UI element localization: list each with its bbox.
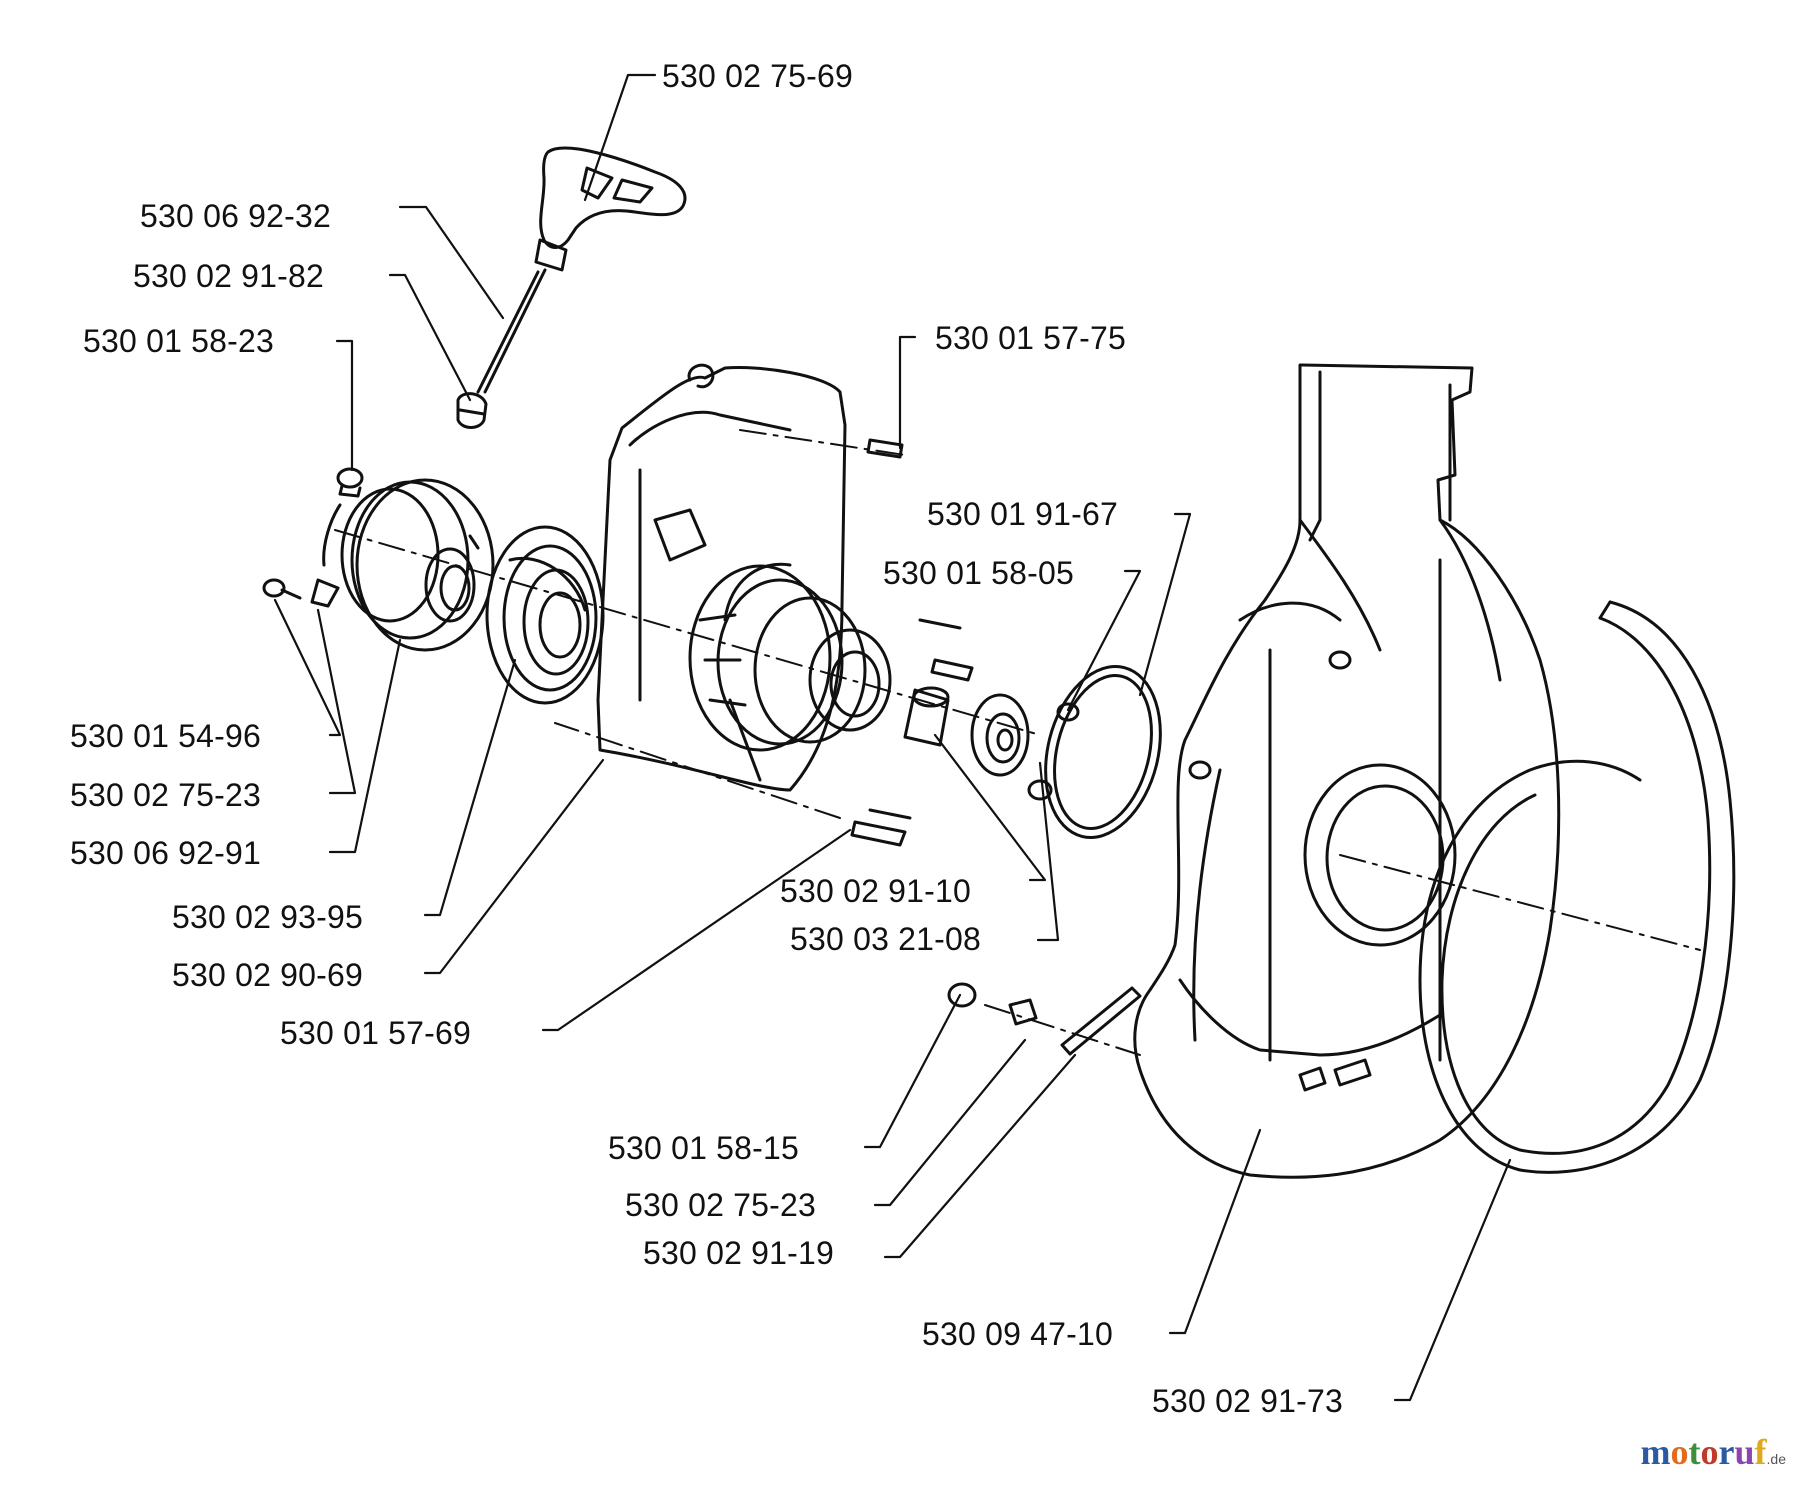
screws-mid bbox=[850, 438, 1080, 847]
watermark-logo: motoruf.de bbox=[1641, 1431, 1786, 1473]
label-pulley: 530 06 92-91 bbox=[70, 835, 262, 871]
label-screw-mid: 530 01 58-05 bbox=[883, 555, 1075, 591]
label-fan-housing: 530 09 47-10 bbox=[922, 1316, 1114, 1352]
screws-bottom bbox=[947, 982, 1142, 1056]
label-pin: 530 02 91-19 bbox=[643, 1235, 835, 1271]
watermark-letter: m bbox=[1640, 1432, 1671, 1472]
o-ring bbox=[1044, 665, 1162, 839]
starter-cover bbox=[596, 363, 847, 792]
watermark-letter: r bbox=[1718, 1432, 1735, 1472]
starter-rope bbox=[476, 268, 547, 394]
fan-housing bbox=[1133, 363, 1561, 1179]
label-rope: 530 06 92-32 bbox=[140, 198, 332, 234]
leader-lines bbox=[273, 73, 1512, 1402]
label-band: 530 02 91-73 bbox=[1152, 1383, 1344, 1419]
rope-guide bbox=[456, 392, 488, 429]
label-starter-cover: 530 02 90-69 bbox=[172, 957, 364, 993]
recoil-spring bbox=[485, 525, 605, 705]
label-rope-guide: 530 02 91-82 bbox=[133, 258, 325, 294]
label-washer-bottom: 530 02 75-23 bbox=[625, 1187, 817, 1223]
label-screw-top: 530 01 58-23 bbox=[83, 323, 275, 359]
watermark-letter: o bbox=[1670, 1432, 1689, 1472]
watermark-letter: t bbox=[1688, 1432, 1701, 1472]
bushing bbox=[903, 686, 950, 747]
screws-left bbox=[262, 467, 364, 608]
label-bolt-lower: 530 01 57-69 bbox=[280, 1015, 472, 1051]
watermark-suffix: .de bbox=[1766, 1451, 1786, 1467]
starter-handle bbox=[534, 146, 687, 272]
label-cap-screw: 530 01 57-75 bbox=[935, 320, 1127, 356]
watermark-letter: o bbox=[1700, 1432, 1719, 1472]
label-bearing: 530 03 21-08 bbox=[790, 921, 982, 957]
rope-pulley bbox=[322, 478, 495, 652]
label-screw-bottom: 530 01 58-15 bbox=[608, 1130, 800, 1166]
label-o-ring: 530 01 91-67 bbox=[927, 496, 1119, 532]
cover-hub bbox=[688, 564, 892, 752]
bearing bbox=[970, 693, 1030, 777]
label-handle: 530 02 75-69 bbox=[662, 58, 854, 94]
label-washer-left: 530 02 75-23 bbox=[70, 777, 262, 813]
label-screw-left: 530 01 54-96 bbox=[70, 718, 262, 754]
label-bushing: 530 02 91-10 bbox=[780, 873, 972, 909]
label-spring: 530 02 93-95 bbox=[172, 899, 364, 935]
air-guide-band bbox=[1418, 600, 1736, 1174]
watermark-letter: f bbox=[1754, 1432, 1767, 1472]
watermark-letter: u bbox=[1734, 1432, 1755, 1472]
